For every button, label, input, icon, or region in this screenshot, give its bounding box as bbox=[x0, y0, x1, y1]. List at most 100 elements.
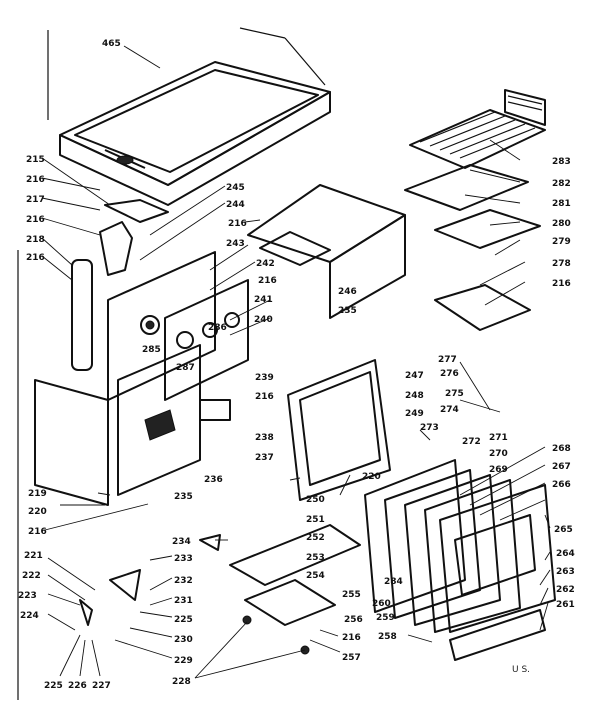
callout-265: 265 bbox=[554, 525, 573, 535]
callout-283: 283 bbox=[552, 157, 571, 167]
callout-465: 465 bbox=[102, 39, 121, 49]
broiler-plate-part bbox=[434, 284, 531, 331]
callout-221: 221 bbox=[24, 551, 43, 561]
left-side-panel bbox=[34, 379, 109, 506]
callout-281: 281 bbox=[552, 199, 571, 209]
callout-231: 231 bbox=[174, 596, 193, 606]
callout-260: 260 bbox=[372, 599, 391, 609]
callout-272: 272 bbox=[462, 437, 481, 447]
callout-258: 258 bbox=[378, 632, 397, 642]
callout-246: 246 bbox=[338, 287, 357, 297]
callout-224: 224 bbox=[20, 611, 39, 621]
callout-262: 262 bbox=[556, 585, 575, 595]
callout-282: 282 bbox=[552, 179, 571, 189]
callout-220: 220 bbox=[362, 472, 381, 482]
callout-219: 219 bbox=[28, 489, 47, 499]
front-housing-part bbox=[117, 344, 231, 496]
callout-259: 259 bbox=[376, 613, 395, 623]
callout-275: 275 bbox=[445, 389, 464, 399]
control-panel-part bbox=[107, 251, 249, 401]
callout-280: 280 bbox=[552, 219, 571, 229]
callout-286: 286 bbox=[208, 323, 227, 333]
callout-220: 220 bbox=[28, 507, 47, 517]
callout-233: 233 bbox=[174, 554, 193, 564]
callout-253: 253 bbox=[306, 553, 325, 563]
footer-code: U S. bbox=[512, 665, 530, 675]
bottom-panel-part bbox=[229, 524, 361, 626]
callout-237: 237 bbox=[255, 453, 274, 463]
callout-257: 257 bbox=[342, 653, 361, 663]
left-side-trim bbox=[71, 199, 169, 371]
cooktop-top-part bbox=[59, 27, 331, 206]
callout-235: 235 bbox=[338, 306, 357, 316]
callout-223: 223 bbox=[18, 591, 37, 601]
callout-279: 279 bbox=[552, 237, 571, 247]
callout-234: 234 bbox=[172, 537, 191, 547]
callout-245: 245 bbox=[226, 183, 245, 193]
callout-250: 250 bbox=[306, 495, 325, 505]
callout-218: 218 bbox=[26, 235, 45, 245]
callout-252: 252 bbox=[306, 533, 325, 543]
callout-227: 227 bbox=[92, 681, 111, 691]
callout-216: 216 bbox=[552, 279, 571, 289]
callout-263: 263 bbox=[556, 567, 575, 577]
callout-239: 239 bbox=[255, 373, 274, 383]
door-glass-layers bbox=[364, 459, 521, 633]
callout-278: 278 bbox=[552, 259, 571, 269]
callout-264: 264 bbox=[556, 549, 575, 559]
callout-255: 255 bbox=[342, 590, 361, 600]
callout-228: 228 bbox=[172, 677, 191, 687]
callout-261: 261 bbox=[556, 600, 575, 610]
callout-216: 216 bbox=[255, 392, 274, 402]
callout-274: 274 bbox=[440, 405, 459, 415]
drawer-front-part bbox=[449, 609, 546, 661]
small-hardware-part bbox=[79, 534, 310, 655]
callout-287: 287 bbox=[176, 363, 195, 373]
callout-225: 225 bbox=[174, 615, 193, 625]
callout-284: 284 bbox=[384, 577, 403, 587]
callout-244: 244 bbox=[226, 200, 245, 210]
callout-254: 254 bbox=[306, 571, 325, 581]
callout-215: 215 bbox=[26, 155, 45, 165]
oven-racks-part bbox=[404, 89, 546, 249]
callout-222: 222 bbox=[22, 571, 41, 581]
callout-229: 229 bbox=[174, 656, 193, 666]
callout-256: 256 bbox=[344, 615, 363, 625]
callout-243: 243 bbox=[226, 239, 245, 249]
callout-271: 271 bbox=[489, 433, 508, 443]
callout-216: 216 bbox=[26, 253, 45, 263]
callout-267: 267 bbox=[552, 462, 571, 472]
callout-285: 285 bbox=[142, 345, 161, 355]
callout-240: 240 bbox=[254, 315, 273, 325]
callout-242: 242 bbox=[256, 259, 275, 269]
callout-232: 232 bbox=[174, 576, 193, 586]
callout-216: 216 bbox=[28, 527, 47, 537]
callout-269: 269 bbox=[489, 465, 508, 475]
callout-238: 238 bbox=[255, 433, 274, 443]
callout-270: 270 bbox=[489, 449, 508, 459]
callout-216: 216 bbox=[26, 175, 45, 185]
callout-216: 216 bbox=[258, 276, 277, 286]
oven-top-part bbox=[247, 184, 406, 319]
callout-249: 249 bbox=[405, 409, 424, 419]
callout-248: 248 bbox=[405, 391, 424, 401]
callout-241: 241 bbox=[254, 295, 273, 305]
callout-217: 217 bbox=[26, 195, 45, 205]
callout-226: 226 bbox=[68, 681, 87, 691]
leader-lines bbox=[41, 45, 551, 679]
outer-door-part bbox=[439, 484, 556, 633]
callout-216: 216 bbox=[228, 219, 247, 229]
callout-236: 236 bbox=[204, 475, 223, 485]
callout-273: 273 bbox=[420, 423, 439, 433]
callout-268: 268 bbox=[552, 444, 571, 454]
callout-216: 216 bbox=[342, 633, 361, 643]
callout-276: 276 bbox=[440, 369, 459, 379]
callout-230: 230 bbox=[174, 635, 193, 645]
callout-225: 225 bbox=[44, 681, 63, 691]
callout-235: 235 bbox=[174, 492, 193, 502]
callout-266: 266 bbox=[552, 480, 571, 490]
parts-artwork bbox=[17, 27, 556, 700]
callout-216: 216 bbox=[26, 215, 45, 225]
callout-277: 277 bbox=[438, 355, 457, 365]
